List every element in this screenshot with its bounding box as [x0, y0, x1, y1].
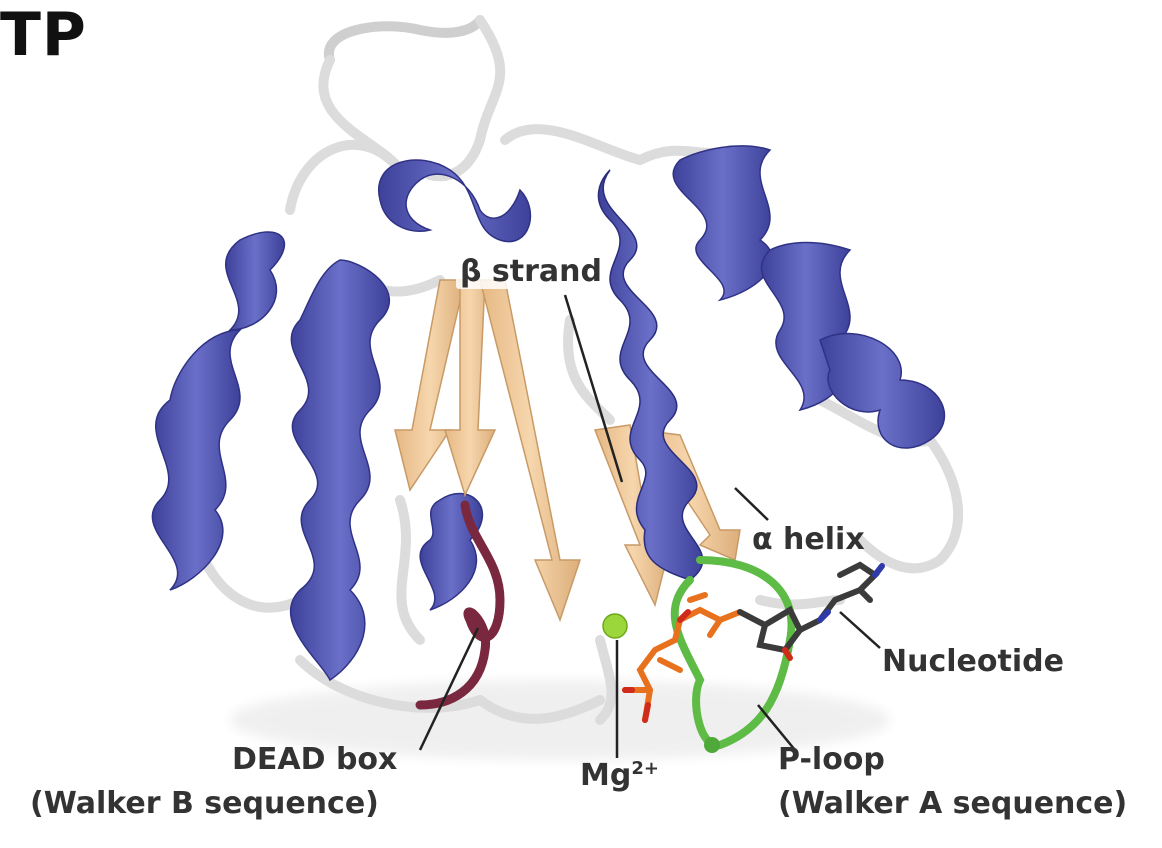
mg-label-base: Mg: [580, 758, 632, 793]
nucleotide-nitrogens: [817, 563, 885, 623]
beta-strand-3: [479, 279, 582, 623]
alpha-helix-label: α helix: [752, 522, 865, 557]
walker-b-label: (Walker B sequence): [30, 786, 379, 821]
mg-label-charge: 2+: [631, 758, 659, 779]
helix-right-back: [672, 145, 946, 449]
helix-left-outer: [151, 231, 286, 591]
alpha-helix-leader: [734, 487, 769, 521]
helix-right-front: [597, 169, 704, 581]
beta-strand-1: [394, 279, 466, 492]
figure-title: TP: [0, 0, 87, 70]
p-loop-end: [704, 737, 720, 753]
dead-box-label: DEAD box: [232, 742, 398, 777]
nucleotide-label: Nucleotide: [882, 644, 1064, 679]
p-loop-leader: [757, 704, 796, 751]
nucleotide-oxygens: [782, 647, 793, 661]
walker-a-label: (Walker A sequence): [778, 786, 1128, 821]
dead-box-leader: [418, 627, 480, 751]
beta-strand-2: [443, 279, 497, 498]
p-loop-label: P-loop: [778, 742, 885, 777]
dead-box-loop: [415, 500, 505, 710]
beta-strand-label: β strand: [456, 254, 606, 289]
leader-lines: [418, 294, 881, 758]
p-loop: [670, 556, 796, 750]
phosphate-oxygens: [622, 609, 691, 723]
helix-left-inner: [419, 492, 484, 611]
beta-strand-leader: [563, 294, 624, 483]
mg-ion: [602, 613, 628, 639]
helix-left-middle: [289, 259, 390, 682]
helix-top: [377, 159, 532, 243]
mg-label: Mg2+: [580, 758, 659, 793]
nucleotide-leader: [839, 611, 881, 649]
phosphate-chain: [622, 592, 743, 723]
